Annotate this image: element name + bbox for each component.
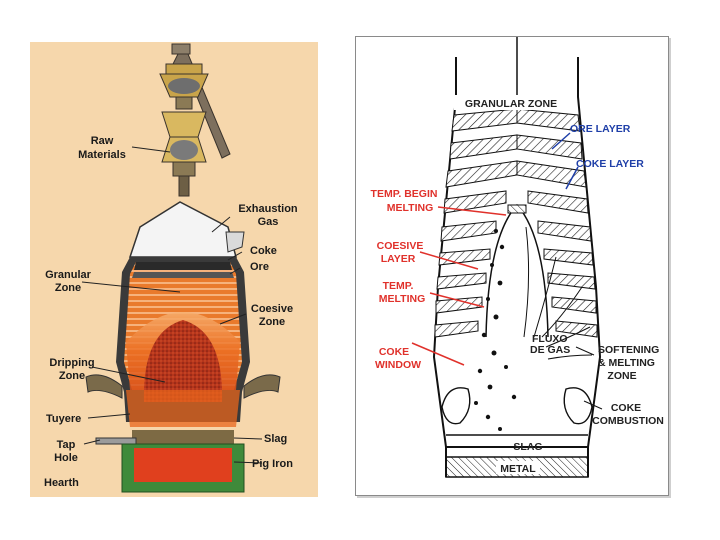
- gas-flow-lines: [523, 226, 593, 360]
- shaft-outline: [432, 57, 602, 448]
- pig-iron-pool: [134, 448, 232, 482]
- label-ore: Ore: [250, 261, 269, 273]
- furnace-top-dome: [128, 201, 237, 258]
- tuyere-left: [85, 374, 123, 399]
- label-tuyere: Tuyere: [46, 413, 81, 425]
- label-coke-combustion-1: COKE: [611, 402, 641, 414]
- label-temp-melting: MELTING: [379, 293, 425, 305]
- label-fluxo: FLUXO: [532, 333, 568, 345]
- bosh: [126, 390, 240, 427]
- slag-band: [132, 430, 234, 444]
- label-metal: METAL: [500, 463, 536, 475]
- label-exhaustion: Exhaustion: [238, 203, 298, 215]
- label-coke: Coke: [250, 245, 277, 257]
- label-pig-iron: Pig Iron: [252, 458, 293, 470]
- label-coesive: COESIVE: [377, 240, 424, 252]
- furnace-illustration-svg: Raw Materials Exhaustion Gas Coke Ore Gr…: [44, 43, 298, 493]
- label-hearth: Hearth: [44, 477, 79, 489]
- label-coesive: Coesive: [251, 303, 293, 315]
- black-leaders: [575, 346, 603, 410]
- raceway-left: [441, 387, 471, 425]
- blue-leaders: [551, 132, 579, 190]
- label-materials: Materials: [78, 149, 126, 161]
- top-hopper: [159, 63, 209, 197]
- label-coke-window-1: COKE: [379, 346, 409, 358]
- raceway-right: [563, 387, 593, 425]
- label-dripping-zone: Zone: [59, 370, 85, 382]
- furnace-illustration: Raw Materials Exhaustion Gas Coke Ore Gr…: [30, 42, 318, 497]
- tap-hole-pipe: [95, 437, 137, 445]
- burden-layers-left: [434, 108, 518, 338]
- label-granular-zone: GRANULAR ZONE: [465, 98, 557, 110]
- label-coke-layer: COKE LAYER: [576, 158, 644, 170]
- label-granular: Granular: [45, 269, 92, 281]
- label-coke-combustion-2: COMBUSTION: [592, 415, 664, 427]
- label-dripping: Dripping: [49, 357, 94, 369]
- metal-label-bg: [496, 461, 540, 474]
- label-coesive-zone: Zone: [259, 316, 285, 328]
- label-de-gas: DE GAS: [530, 344, 570, 356]
- gas-outlet: [225, 231, 245, 253]
- label-hole: Hole: [54, 452, 78, 464]
- cohesive-zone-cap: [507, 204, 527, 214]
- label-temp: TEMP.: [383, 280, 414, 292]
- label-slag: Slag: [264, 433, 287, 445]
- granular-zone-bg: [454, 95, 568, 110]
- label-temp-begin: TEMP. BEGIN: [371, 188, 438, 200]
- furnace-schematic-svg: GRANULAR ZONE ORE LAYER COKE LAYER TEMP.…: [371, 37, 664, 478]
- label-softening: SOFTENING: [598, 344, 659, 356]
- label-raw: Raw: [91, 135, 114, 147]
- label-and-melting: & MELTING: [598, 357, 655, 369]
- coke-layer: [134, 262, 232, 270]
- dripping-droplets: [474, 229, 517, 431]
- furnace-schematic: GRANULAR ZONE ORE LAYER COKE LAYER TEMP.…: [355, 36, 669, 496]
- red-leaders: [411, 206, 507, 366]
- label-coke-window-2: WINDOW: [375, 359, 421, 371]
- label-gas: Gas: [258, 216, 279, 228]
- label-slag: SLAG: [513, 441, 542, 453]
- label-tap: Tap: [57, 439, 76, 451]
- label-zone: ZONE: [607, 370, 636, 382]
- tuyere-right: [243, 374, 281, 399]
- leader-lines: [81, 146, 263, 464]
- label-ore-layer: ORE LAYER: [570, 123, 631, 135]
- burden-layers-right: [516, 108, 598, 338]
- label-coesive-layer: LAYER: [381, 253, 416, 265]
- label-granular-zone: Zone: [55, 282, 81, 294]
- label-temp-begin-melting: MELTING: [387, 202, 433, 214]
- ore-layer: [132, 272, 234, 278]
